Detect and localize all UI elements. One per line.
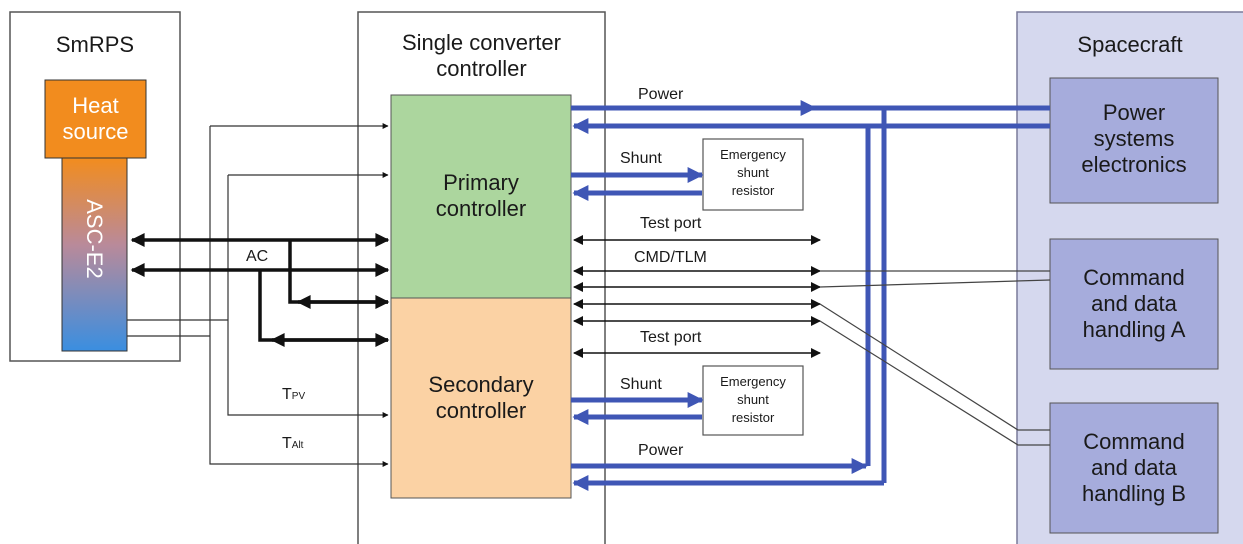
power-lines [571,100,1050,491]
shunt-top-line1: Emergency [720,147,786,162]
cdh-a-line1: Command [1083,265,1185,290]
secondary-line1: Secondary [428,372,534,397]
secondary-controller-box [390,297,572,499]
pse-line1: Power [1102,100,1166,125]
shunt-resistor-bottom [702,365,804,436]
heat-source-label: Heat source [45,93,146,145]
shunt-resistor-top [702,138,804,211]
cdh-a-line3: handling A [1082,317,1186,342]
shunt-bottom-line1: Emergency [720,374,786,389]
power-top-label: Power [638,86,684,103]
spacecraft-title: Spacecraft [1077,32,1183,57]
tpv-label: TPV [282,386,305,404]
tpv-main: T [282,386,292,403]
shunt-bottom-line3: resistor [731,410,775,425]
cmd-tlm-routing [819,270,1051,446]
cmd-tlm-label: CMD/TLM [634,249,707,266]
tpv-sub: PV [291,391,306,402]
pse-line2: systems [1093,126,1175,151]
ac-label: AC [246,248,269,265]
shunt-top-line3: resistor [731,183,775,198]
primary-line2: controller [435,196,527,221]
ac-lines [130,233,390,347]
cdh-b-line1: Command [1083,429,1185,454]
data-lines [573,235,821,358]
shunt-top-label: Shunt [620,150,662,167]
pse-box [1049,77,1219,204]
smrps-title: SmRPS [55,32,135,57]
pse-line3: electronics [1081,152,1187,177]
shunt-bottom-line2: shunt [737,392,769,407]
talt-sub: Alt [291,440,304,451]
heat-source-line2: source [62,119,129,144]
cdh-a-box [1049,238,1219,370]
heat-source-box [44,79,147,159]
shunt-bottom-label: Shunt [620,376,662,393]
talt-main: T [282,435,292,452]
cdh-a-line2: and data [1091,291,1177,316]
cdh-b-box [1049,402,1219,534]
power-bottom-label: Power [638,442,684,459]
primary-controller-box [390,94,572,299]
controller-title-1: Single converter [402,30,561,55]
asc-box [61,157,128,352]
primary-line1: Primary [443,170,519,195]
test-port-bottom-label: Test port [640,329,702,346]
shunt-top-line2: shunt [737,165,769,180]
test-port-top-label: Test port [640,215,702,232]
talt-label: TAlt [282,435,303,453]
cdh-b-line2: and data [1091,455,1177,480]
heat-source-line1: Heat [72,93,119,118]
cdh-b-line3: handling B [1082,481,1186,506]
controller-title-2: controller [436,56,527,81]
sensor-lines [127,123,389,467]
secondary-line2: controller [435,398,527,423]
asc-label: ASC-E2 [82,199,107,279]
